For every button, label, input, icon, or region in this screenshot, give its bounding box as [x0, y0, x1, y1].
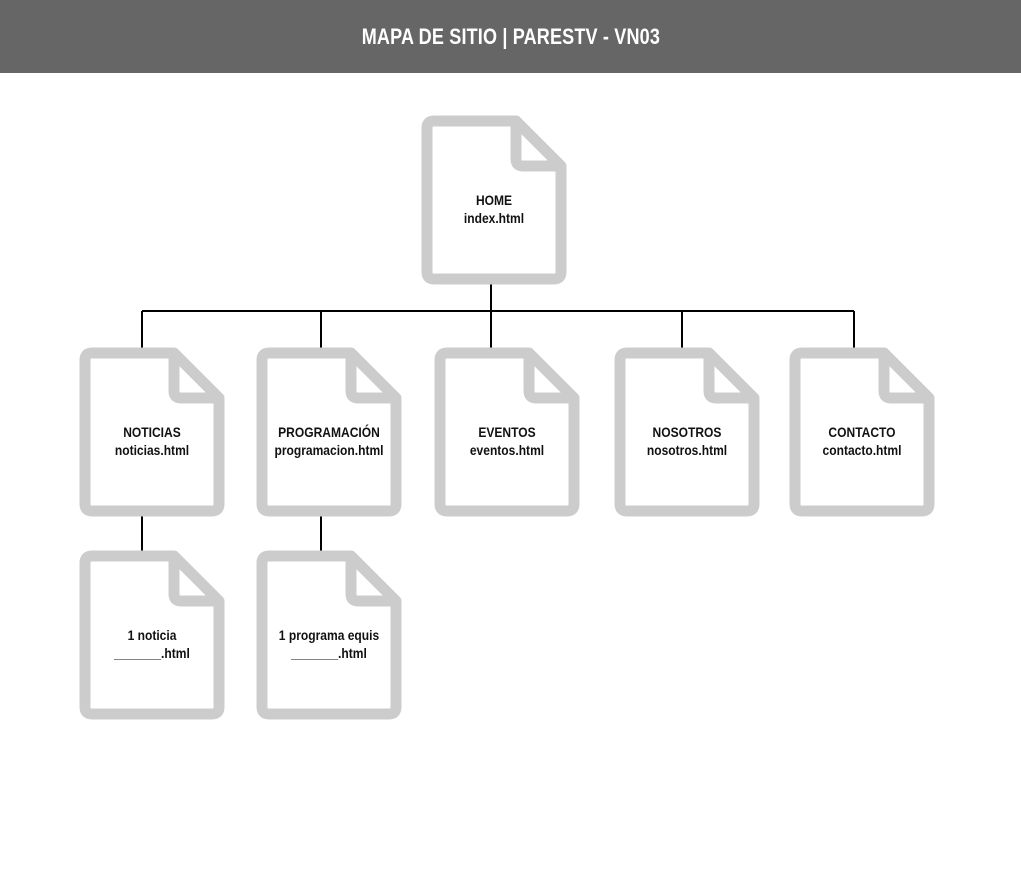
page-label: HOME index.html — [421, 191, 567, 227]
page-filename: programacion.html — [274, 442, 384, 458]
document-icon — [421, 115, 567, 285]
page-label: EVENTOS eventos.html — [434, 423, 580, 459]
page-name: NOSOTROS — [652, 424, 722, 440]
document-icon — [256, 347, 402, 517]
page-label: NOTICIAS noticias.html — [79, 423, 225, 459]
page-filename: contacto.html — [822, 442, 902, 458]
page-filename: noticias.html — [114, 442, 190, 458]
page-node-noticia-item: 1 noticia _______.html — [79, 550, 225, 720]
page-label: NOSOTROS nosotros.html — [614, 423, 760, 459]
document-icon — [614, 347, 760, 517]
page-label: PROGRAMACIÓN programacion.html — [256, 423, 402, 459]
page-label: CONTACTO contacto.html — [789, 423, 935, 459]
document-icon — [256, 550, 402, 720]
page-filename: _______.html — [291, 645, 367, 661]
document-icon — [789, 347, 935, 517]
page-node-noticias: NOTICIAS noticias.html — [79, 347, 225, 517]
page-name: CONTACTO — [828, 424, 896, 440]
page-node-nosotros: NOSOTROS nosotros.html — [614, 347, 760, 517]
page-name: 1 noticia — [127, 627, 177, 643]
page-filename: _______.html — [114, 645, 190, 661]
page-node-eventos: EVENTOS eventos.html — [434, 347, 580, 517]
page-node-contacto: CONTACTO contacto.html — [789, 347, 935, 517]
page-name: PROGRAMACIÓN — [278, 424, 380, 440]
page-name: HOME — [475, 192, 513, 208]
page-title: MAPA DE SITIO | PARESTV - VN03 — [361, 23, 660, 49]
document-icon — [434, 347, 580, 517]
page-filename: nosotros.html — [646, 442, 728, 458]
page-node-home: HOME index.html — [421, 115, 567, 285]
page-header: MAPA DE SITIO | PARESTV - VN03 — [0, 0, 1021, 73]
page-node-programa-item: 1 programa equis _______.html — [256, 550, 402, 720]
document-icon — [79, 347, 225, 517]
page-filename: index.html — [463, 210, 525, 226]
page-name: 1 programa equis — [278, 627, 380, 643]
page-filename: eventos.html — [469, 442, 545, 458]
page-label: 1 noticia _______.html — [79, 626, 225, 662]
page-label: 1 programa equis _______.html — [256, 626, 402, 662]
page-node-programacion: PROGRAMACIÓN programacion.html — [256, 347, 402, 517]
page-name: NOTICIAS — [123, 424, 181, 440]
page-name: EVENTOS — [478, 424, 536, 440]
document-icon — [79, 550, 225, 720]
